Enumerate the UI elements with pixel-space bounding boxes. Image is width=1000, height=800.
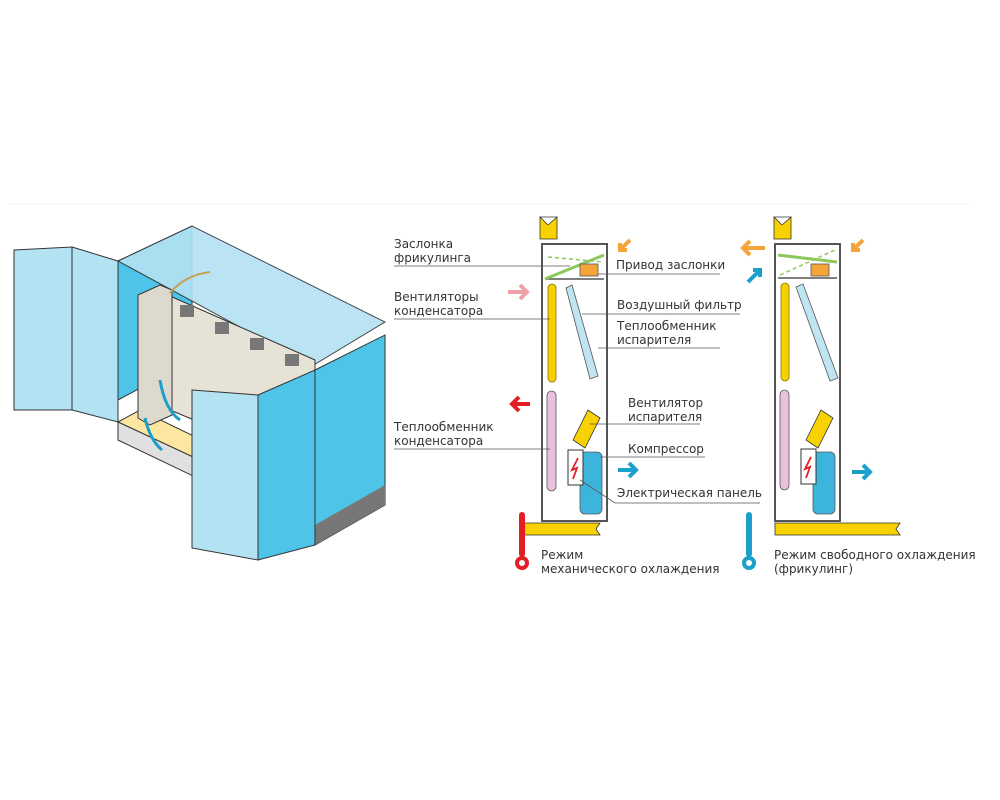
airflow-arrow xyxy=(158,379,181,422)
arrow-cold-out-icon xyxy=(618,461,639,479)
thermometer-cold-icon xyxy=(746,512,752,557)
arrow-intake-icon xyxy=(851,238,865,252)
thermometer-hot-icon xyxy=(519,512,525,557)
duct-top xyxy=(539,216,559,240)
door-front xyxy=(191,389,259,561)
door-left-inner xyxy=(71,246,119,423)
rack-vent xyxy=(285,354,299,366)
evaporator-hx xyxy=(565,284,599,380)
rack-vent xyxy=(180,305,194,317)
arrow-fresh-in-icon xyxy=(746,268,762,284)
base-duct xyxy=(519,522,601,536)
room-illustration xyxy=(13,225,387,561)
electric-panel xyxy=(800,448,817,485)
condenser-fans xyxy=(780,282,790,382)
door-left-outer xyxy=(13,246,73,411)
evaporator-hx xyxy=(795,283,839,382)
mode-freecooling: Режим свободного охлаждения(фрикулинг) xyxy=(774,548,976,576)
condenser-hx xyxy=(546,390,557,492)
unit-freecooling xyxy=(740,216,901,570)
damper-blade xyxy=(544,253,605,281)
duct-top xyxy=(773,216,793,240)
condenser-fans xyxy=(547,283,557,383)
damper-drive xyxy=(810,263,830,277)
wall-base xyxy=(315,485,385,545)
room-front-wall xyxy=(257,369,316,561)
evaporator-fan xyxy=(805,409,834,449)
label-compressor: Компрессор xyxy=(628,442,704,456)
label-damper-drive: Привод заслонки xyxy=(616,258,726,272)
unit-mechanical xyxy=(394,216,760,570)
arrow-hot-out-icon xyxy=(509,395,530,413)
evaporator-fan xyxy=(572,409,601,449)
rack-vent xyxy=(215,322,229,334)
condenser-hx xyxy=(779,389,790,491)
airflow-arrow xyxy=(143,417,163,452)
damper-blade xyxy=(777,253,838,264)
arrow-condenser-in-icon xyxy=(508,283,530,301)
rack-vent xyxy=(250,338,264,350)
airflow-arrow xyxy=(169,271,211,294)
arrow-exhaust-icon xyxy=(740,239,765,257)
electric-panel xyxy=(567,449,584,486)
damper-drive xyxy=(579,263,599,277)
arrow-intake-icon xyxy=(618,238,632,252)
label-electric-panel: Электрическая панель xyxy=(617,486,762,500)
label-air-filter: Воздушный фильтр xyxy=(617,298,742,312)
base-duct xyxy=(774,522,901,536)
arrow-cold-out-icon xyxy=(852,463,873,481)
